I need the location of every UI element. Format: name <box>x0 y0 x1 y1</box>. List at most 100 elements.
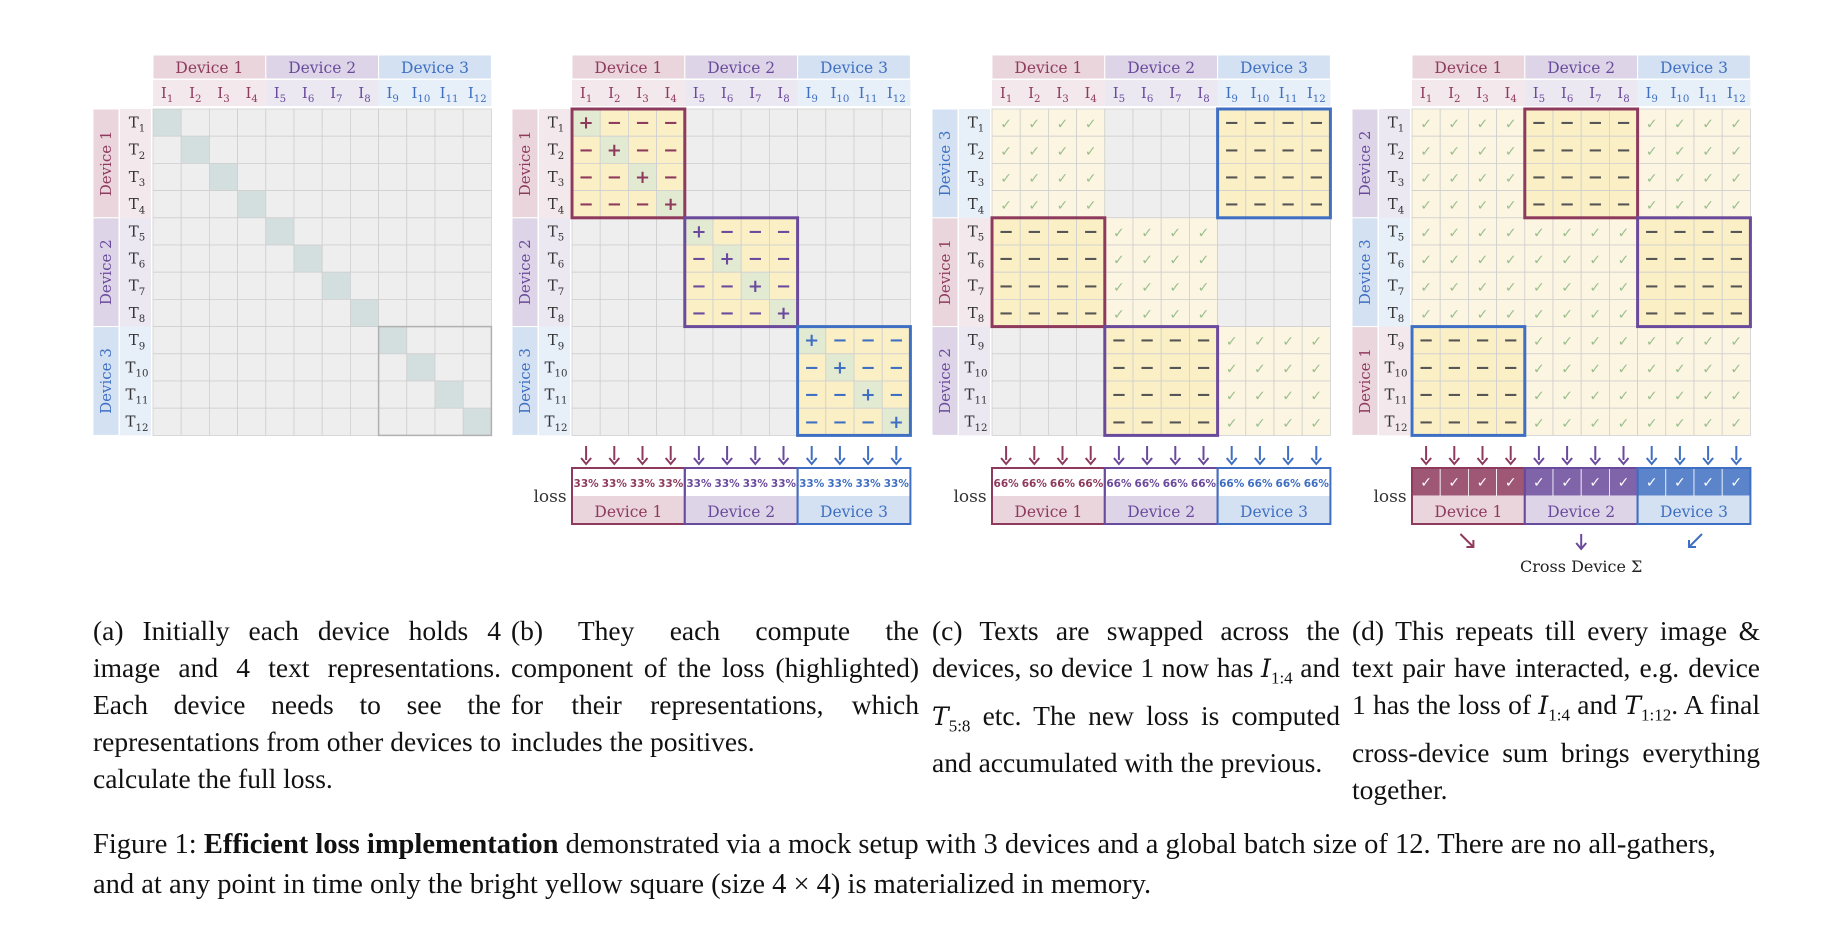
matrix-cell <box>1609 108 1639 137</box>
check-mark: ✓ <box>1646 144 1658 160</box>
matrix-cell <box>208 353 238 382</box>
negative-mark: − <box>1475 357 1490 378</box>
matrix-cell <box>1273 217 1303 246</box>
matrix-cell <box>208 271 238 300</box>
check-mark: ✓ <box>1730 117 1742 133</box>
loss-arrow-head <box>1028 457 1041 466</box>
check-mark: ✓ <box>1113 253 1125 269</box>
matrix-cell <box>237 217 267 246</box>
matrix-cell <box>1468 380 1498 409</box>
matrix-cell <box>1665 244 1695 273</box>
negative-mark: − <box>1560 194 1575 215</box>
loss-device-label: Device 1 <box>594 503 662 521</box>
check-mark: ✓ <box>1561 334 1573 350</box>
check-mark: ✓ <box>1674 361 1686 377</box>
text-label: T6 <box>968 249 985 270</box>
matrix-cell <box>571 353 601 382</box>
matrix-cell <box>293 380 323 409</box>
negative-mark: − <box>1531 113 1546 134</box>
matrix-cell <box>321 217 351 246</box>
matrix-cell <box>628 407 658 436</box>
matrix-cell <box>434 217 464 246</box>
positive-mark: + <box>691 221 706 242</box>
matrix-cell <box>349 244 379 273</box>
negative-mark: − <box>1111 330 1126 351</box>
check-mark: ✓ <box>1028 198 1040 214</box>
matrix-cell <box>1189 380 1219 409</box>
loss-value: ✓ <box>1477 475 1489 491</box>
negative-mark: − <box>720 221 735 242</box>
loss-device-band <box>1637 496 1751 524</box>
matrix-cell <box>684 326 714 355</box>
check-mark: ✓ <box>1000 117 1012 133</box>
column-device-label: Device 3 <box>1660 59 1728 77</box>
negative-mark: − <box>1111 385 1126 406</box>
matrix-cell <box>152 380 182 409</box>
matrix-cell <box>628 298 658 327</box>
check-mark: ✓ <box>1589 253 1601 269</box>
check-mark: ✓ <box>1226 334 1238 350</box>
check-mark: ✓ <box>1477 144 1489 160</box>
highlight-block-outline <box>1216 107 1332 220</box>
check-mark: ✓ <box>1310 389 1322 405</box>
matrix-cell <box>628 353 658 382</box>
matrix-cell <box>378 162 408 191</box>
matrix-cell <box>434 108 464 137</box>
matrix-cell <box>1721 298 1751 327</box>
text-label: T8 <box>548 304 565 325</box>
matrix-cell <box>628 380 658 409</box>
matrix-cell <box>769 353 799 382</box>
matrix-cell <box>1273 380 1303 409</box>
check-mark: ✓ <box>1561 307 1573 323</box>
loss-device-band <box>1217 496 1331 524</box>
negative-mark: − <box>1560 113 1575 134</box>
matrix-cell <box>853 108 883 137</box>
text-label: T1 <box>1388 113 1405 134</box>
check-mark: ✓ <box>1505 117 1517 133</box>
matrix-cell <box>881 190 911 219</box>
figure-caption: Figure 1: Efficient loss implementation … <box>93 829 1716 900</box>
matrix-cell <box>434 162 464 191</box>
matrix-cell <box>769 217 799 246</box>
negative-mark: − <box>1672 249 1687 270</box>
matrix-cell <box>349 190 379 219</box>
loss-arrow-head <box>1561 457 1573 466</box>
text-label: T2 <box>129 141 146 162</box>
loss-label: loss <box>533 487 566 507</box>
check-mark: ✓ <box>1420 307 1432 323</box>
matrix-cell <box>237 353 267 382</box>
negative-mark: − <box>1140 412 1155 433</box>
matrix-cell <box>853 353 883 382</box>
matrix-cell <box>712 353 742 382</box>
positive-mark: + <box>748 276 763 297</box>
image-label: I9 <box>1225 84 1237 105</box>
check-mark: ✓ <box>1448 117 1460 133</box>
negative-mark: − <box>1672 221 1687 242</box>
image-label: I5 <box>693 84 705 105</box>
negative-mark: − <box>1475 385 1490 406</box>
negative-mark: − <box>1644 221 1659 242</box>
column-device-label: Device 3 <box>820 59 888 77</box>
matrix-cell <box>656 298 686 327</box>
check-mark: ✓ <box>1646 334 1658 350</box>
loss-value-cell <box>1104 467 1134 497</box>
matrix-cell <box>1132 380 1162 409</box>
matrix-cell <box>237 135 267 164</box>
loss-value-cell <box>656 467 686 497</box>
matrix-cell <box>1048 217 1078 246</box>
check-mark: ✓ <box>1646 117 1658 133</box>
row-device-label: Device 3 <box>97 348 115 414</box>
caption-a: (a) Initially each device holds 4 image … <box>93 615 501 794</box>
check-mark: ✓ <box>1198 307 1210 323</box>
matrix-cell <box>237 190 267 219</box>
negative-mark: − <box>1281 140 1296 161</box>
matrix-cell <box>1160 217 1190 246</box>
matrix-cell <box>1160 190 1190 219</box>
negative-mark: − <box>1168 357 1183 378</box>
matrix-cell <box>293 162 323 191</box>
loss-arrow-head <box>834 457 846 466</box>
check-mark: ✓ <box>1505 225 1517 241</box>
matrix-cell <box>684 108 714 137</box>
loss-device-band <box>1524 496 1638 524</box>
loss-value-cell <box>1496 467 1526 497</box>
